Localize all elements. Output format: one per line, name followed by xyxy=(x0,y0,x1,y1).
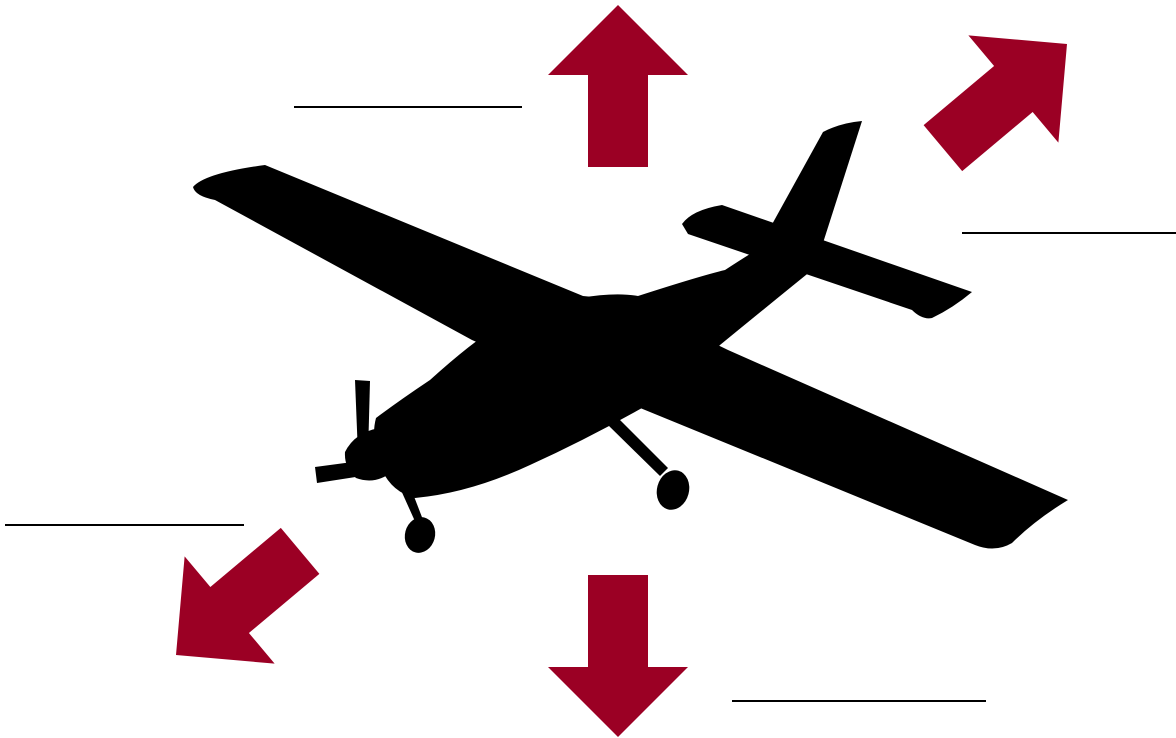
arrow-back-icon xyxy=(131,497,345,708)
airplane-silhouette-icon xyxy=(193,121,1068,556)
arrow-down-icon xyxy=(548,575,688,737)
arrow-forward-icon xyxy=(898,0,1112,202)
arrow-up-icon xyxy=(548,5,688,167)
